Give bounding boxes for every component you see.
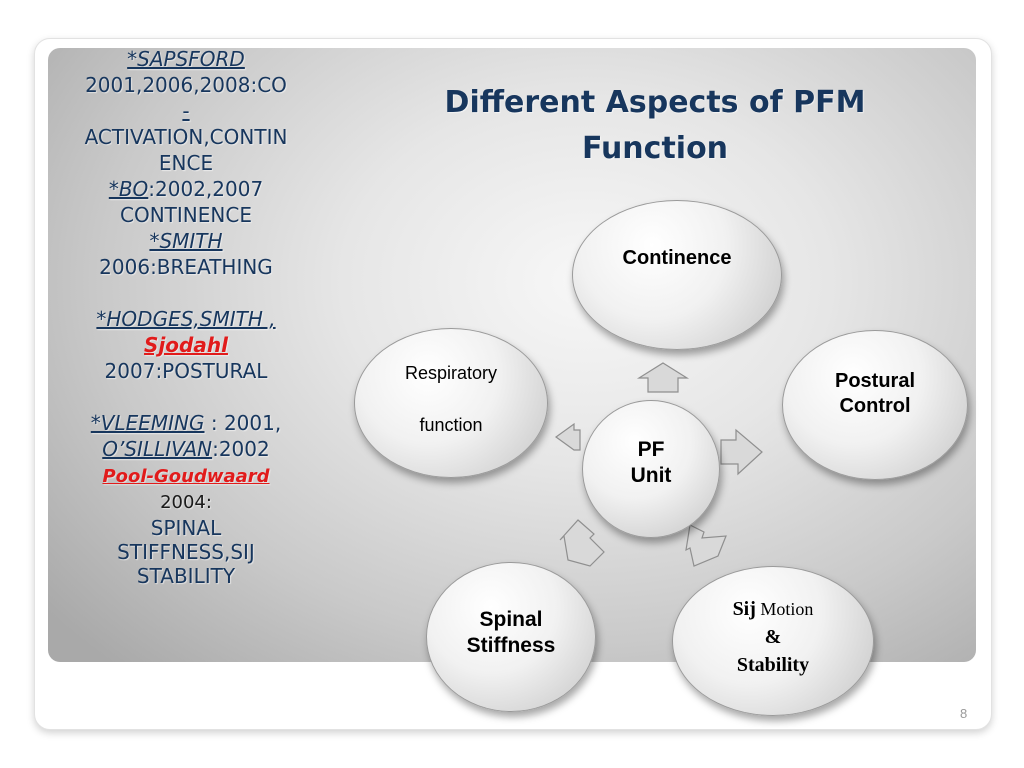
node-pf-label-1: PF [637,438,665,461]
slide-title-line-2: Function [581,131,729,166]
ref-sapsford-topic-1: ACTIVATION,CONTIN [84,125,288,149]
node-spinal-stiffness: Spinal Stiffness [426,562,596,712]
node-postural-label-1: Postural [834,370,916,392]
page-number: 8 [960,706,968,721]
ref-sapsford-years: 2001,2006,2008:CO [85,73,287,97]
node-continence-label: Continence [622,246,732,269]
ref-pool-topic-3: STABILITY [136,564,236,588]
node-sij-label-1b: Motion [755,599,814,619]
node-sij-label-2: & [764,626,782,648]
node-respiratory-function: Respiratory function [354,328,548,478]
ref-sapsford-topic-2: ENCE [158,151,214,175]
node-postural-control: Postural Control [782,330,968,480]
ref-hodges-line: 2007:POSTURAL [104,359,268,383]
ref-sapsford-name: *SAPSFORD [127,47,245,71]
slide-title: Different Aspects of PFM Function [420,80,890,172]
ref-bo-years: :2002,2007 [148,177,264,201]
ref-smith-line: 2006:BREATHING [99,255,273,279]
ref-pool-name: Pool-Goudwaard [102,466,270,487]
node-pf-label-2: Unit [630,464,672,487]
ref-bo-name: *BO [108,177,149,201]
ref-osullivan-name: O’SILLIVAN [102,437,213,461]
ref-bo-topic: CONTINENCE [120,203,252,227]
ref-vleeming-years: : 2001, [204,411,282,435]
node-sij-label-3: Stability [736,654,810,676]
ref-sapsford-dash: - [182,99,190,123]
ref-sjodahl-name: Sjodahl [144,333,228,357]
node-spinal-label-2: Stiffness [466,634,556,657]
node-postural-label-2: Control [839,395,911,417]
ref-osullivan-years: :2002 [212,437,270,461]
node-respiratory-label-2: function [419,415,483,435]
node-continence: Continence [572,200,782,350]
ref-pool-topic-2: STIFFNESS,SIJ [117,540,255,564]
references-column: *SAPSFORD 2001,2006,2008:CO - ACTIVATION… [58,46,314,588]
node-spinal-label-1: Spinal [479,608,543,631]
ref-pool-year: 2004: [160,492,212,513]
ref-pool-topic-1: SPINAL [150,516,222,540]
ref-hodges-name: *HODGES,SMITH , [96,307,276,331]
ref-vleeming-name: *VLEEMING [90,411,205,435]
node-pf-unit: PF Unit [582,400,720,538]
node-respiratory-label-1: Respiratory [404,363,498,383]
node-sij-motion-stability: Sij Motion & Stability [672,566,874,716]
slide-title-line-1: Different Aspects of PFM [444,85,866,120]
node-sij-label-1a: Sij [732,598,756,620]
ref-smith-name: *SMITH [149,229,223,253]
